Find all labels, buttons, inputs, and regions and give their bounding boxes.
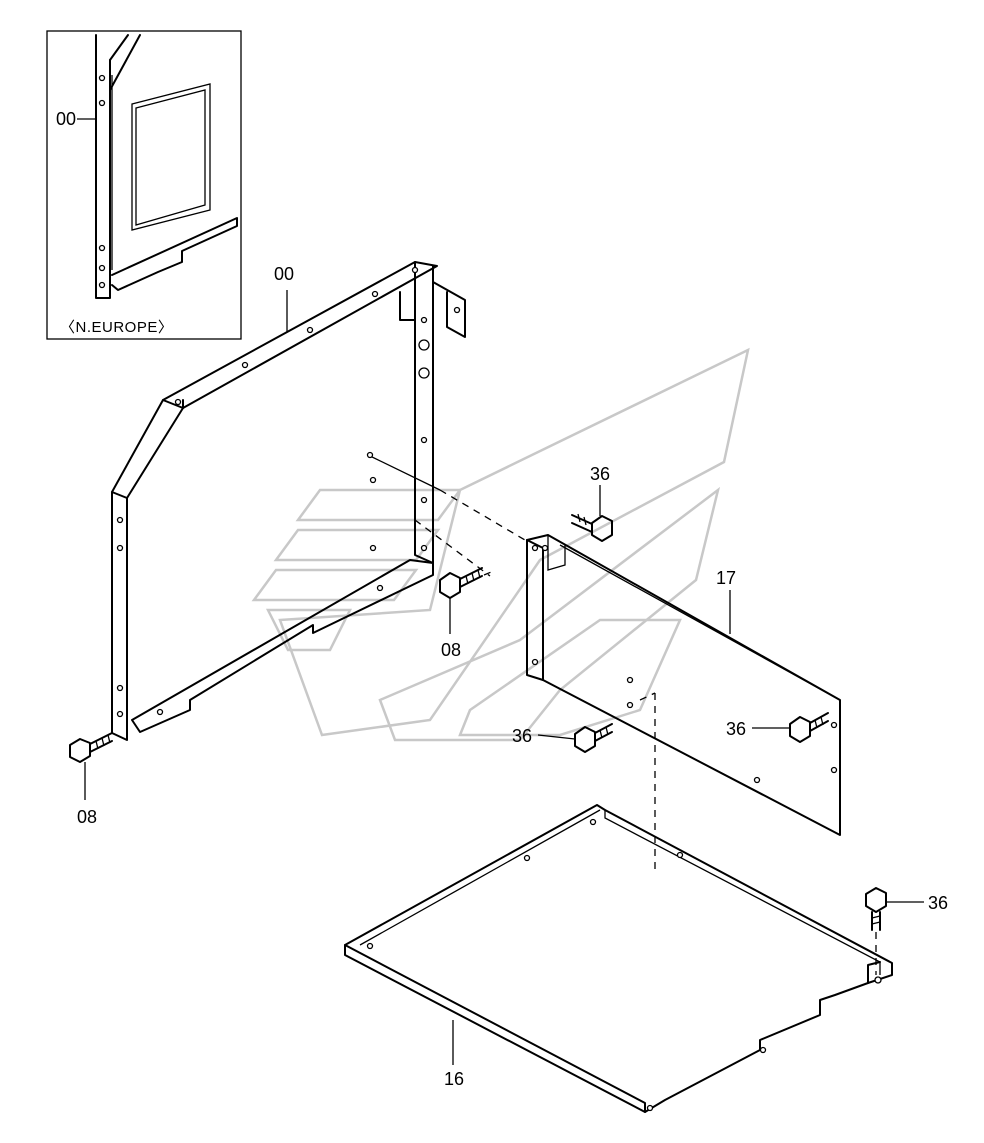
- bolt-36-top-label: 36: [590, 464, 610, 484]
- watermark-logo: [251, 347, 750, 742]
- bolt-08-center-label: 08: [441, 640, 461, 660]
- bolt-36-panel-left-label: 36: [512, 726, 532, 746]
- bolt-36-panel-left: [537, 723, 613, 753]
- frame-part-label: 00: [274, 264, 294, 284]
- inset-part-label: 00: [56, 109, 76, 129]
- bolt-36-panel-right: [752, 712, 829, 743]
- base-plate: [344, 804, 893, 1113]
- bolt-08-left: [69, 732, 113, 800]
- bolt-36-panel-right-label: 36: [726, 719, 746, 739]
- bolt-36-bottom-right-label: 36: [928, 893, 948, 913]
- side-panel-label: 17: [716, 568, 736, 588]
- bolt-36-bottom-right: [865, 887, 924, 975]
- inset-caption: 〈N.EUROPE〉: [60, 319, 173, 336]
- bolt-36-top: [571, 485, 613, 542]
- base-plate-label: 16: [444, 1069, 464, 1089]
- bolt-08-left-label: 08: [77, 807, 97, 827]
- inset-frame-drawing: [77, 34, 238, 299]
- bolt-08-center: [439, 567, 497, 634]
- inset-box: 00 〈N.EUROPE〉: [46, 30, 242, 340]
- main-frame: [111, 261, 526, 741]
- side-panel: [526, 534, 841, 870]
